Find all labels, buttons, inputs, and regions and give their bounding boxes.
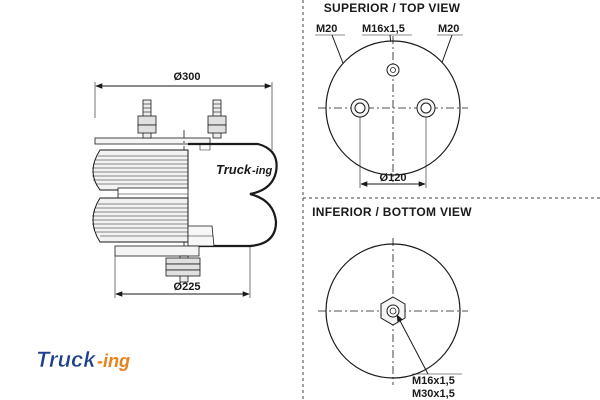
thread-1-label: M16x1,5 <box>412 375 455 387</box>
logo-secondary-text: -ing <box>97 351 130 371</box>
top-plate <box>94 137 211 145</box>
truck-ing-logo: Truck -ing <box>36 347 130 373</box>
logo-primary-text: Truck <box>36 347 97 372</box>
top-left-stud <box>350 98 370 118</box>
side-view: Ø300 <box>92 71 278 298</box>
bottom-piston <box>114 245 200 257</box>
bellow-logo: Truck -ing <box>216 162 272 177</box>
svg-text:Truck: Truck <box>216 162 252 177</box>
diameter-120-label: Ø120 <box>380 172 407 184</box>
svg-text:-ing: -ing <box>252 165 272 177</box>
bottom-view-title: INFERIOR / BOTTOM VIEW <box>312 205 472 219</box>
bottom-view: INFERIOR / BOTTOM VIEW M16x1,5 M30x1,5 <box>312 205 472 400</box>
top-center-port <box>386 63 400 77</box>
left-stud <box>137 99 157 139</box>
bottom-bolt <box>165 255 201 283</box>
diameter-225-label: Ø225 <box>174 281 201 293</box>
center-stud-label: M16x1,5 <box>362 23 405 35</box>
diameter-300-label: Ø300 <box>174 71 201 83</box>
upper-bellow <box>92 149 189 191</box>
section-profile <box>187 142 278 248</box>
lower-bellow <box>92 197 189 243</box>
right-stud-label: M20 <box>438 23 459 35</box>
right-stud <box>207 99 227 139</box>
top-view-title: SUPERIOR / TOP VIEW <box>324 1 461 15</box>
top-right-stud <box>416 98 436 118</box>
left-stud-label: M20 <box>316 23 337 35</box>
top-view: SUPERIOR / TOP VIEW M20 M16x1,5 M20 <box>315 1 468 188</box>
thread-2-label: M30x1,5 <box>412 388 455 400</box>
